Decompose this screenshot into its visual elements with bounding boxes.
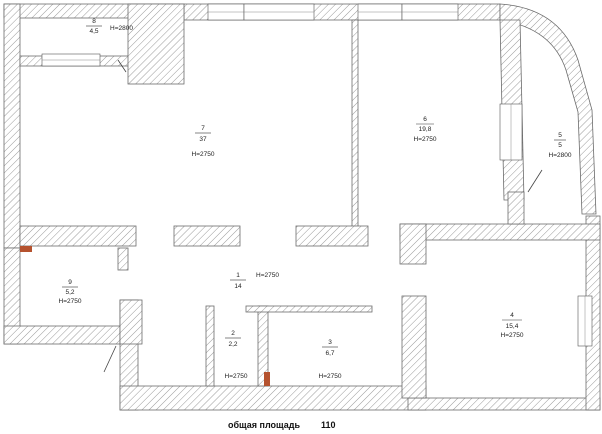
room9-area: 5,2 xyxy=(65,289,74,296)
room7-height: H=2750 xyxy=(192,151,215,158)
room1-num: 1 xyxy=(236,272,240,279)
room6-num: 6 xyxy=(423,116,427,123)
room8-num: 8 xyxy=(92,18,96,25)
wall-curved xyxy=(499,3,597,215)
windows xyxy=(41,3,593,347)
room2-height: H=2750 xyxy=(225,373,248,380)
wall-room8-right xyxy=(127,3,185,85)
room3-area: 6,7 xyxy=(325,350,334,357)
room7-num: 7 xyxy=(201,125,205,132)
wall-room3-top xyxy=(245,305,373,313)
room5-num: 5 xyxy=(558,132,562,139)
room4-area: 15,4 xyxy=(506,323,519,330)
room3-num: 3 xyxy=(328,339,332,346)
door-room5 xyxy=(527,169,543,193)
wall-7-pier-mid xyxy=(173,225,241,247)
room8-height: H=2800 xyxy=(110,25,133,32)
duct-left xyxy=(20,246,32,252)
room5-height: H=2800 xyxy=(549,152,572,159)
wall-room4-bottom xyxy=(407,397,601,411)
door-room9 xyxy=(103,345,117,373)
room5-area: 5 xyxy=(558,142,562,149)
room4-num: 4 xyxy=(510,312,514,319)
wall-bottom xyxy=(119,385,427,411)
total-area-value: 110 xyxy=(321,420,336,430)
wall-7-6-divider xyxy=(351,19,359,231)
room4-height: H=2750 xyxy=(501,332,524,339)
wall-left-upper xyxy=(3,3,21,249)
room2-area: 2,2 xyxy=(228,341,237,348)
room2-num: 2 xyxy=(231,330,235,337)
room6-area: 19,8 xyxy=(419,126,432,133)
duct-room3 xyxy=(264,372,270,386)
door-room8 xyxy=(117,59,127,73)
wall-room3-right xyxy=(401,295,427,399)
wall-room4-top xyxy=(399,223,601,241)
doors xyxy=(103,59,543,373)
wall-7-bottom-left xyxy=(19,225,137,247)
inner-walls xyxy=(19,19,525,399)
wall-room4-top-stub xyxy=(399,223,427,265)
room9-height: H=2750 xyxy=(59,298,82,305)
room1-height: H=2750 xyxy=(256,272,279,279)
column-room9 xyxy=(119,299,143,345)
room7-area: 37 xyxy=(199,136,207,143)
room6-height: H=2750 xyxy=(414,136,437,143)
room3-height: H=2750 xyxy=(319,373,342,380)
room9-num: 9 xyxy=(68,279,72,286)
room1-area: 14 xyxy=(234,283,242,290)
room-labels: 8 4,5 H=2800 7 37 H=2750 6 19,8 H=2750 5… xyxy=(59,18,572,380)
wall-room9-bottom xyxy=(3,325,121,345)
wall-room5-lower xyxy=(507,191,525,225)
wall-7-pier-right xyxy=(295,225,369,247)
wall-room9-right xyxy=(117,247,129,271)
wall-room2-left xyxy=(205,305,215,387)
room8-area: 4,5 xyxy=(89,28,98,35)
total-area-label: общая площадь xyxy=(228,420,300,430)
